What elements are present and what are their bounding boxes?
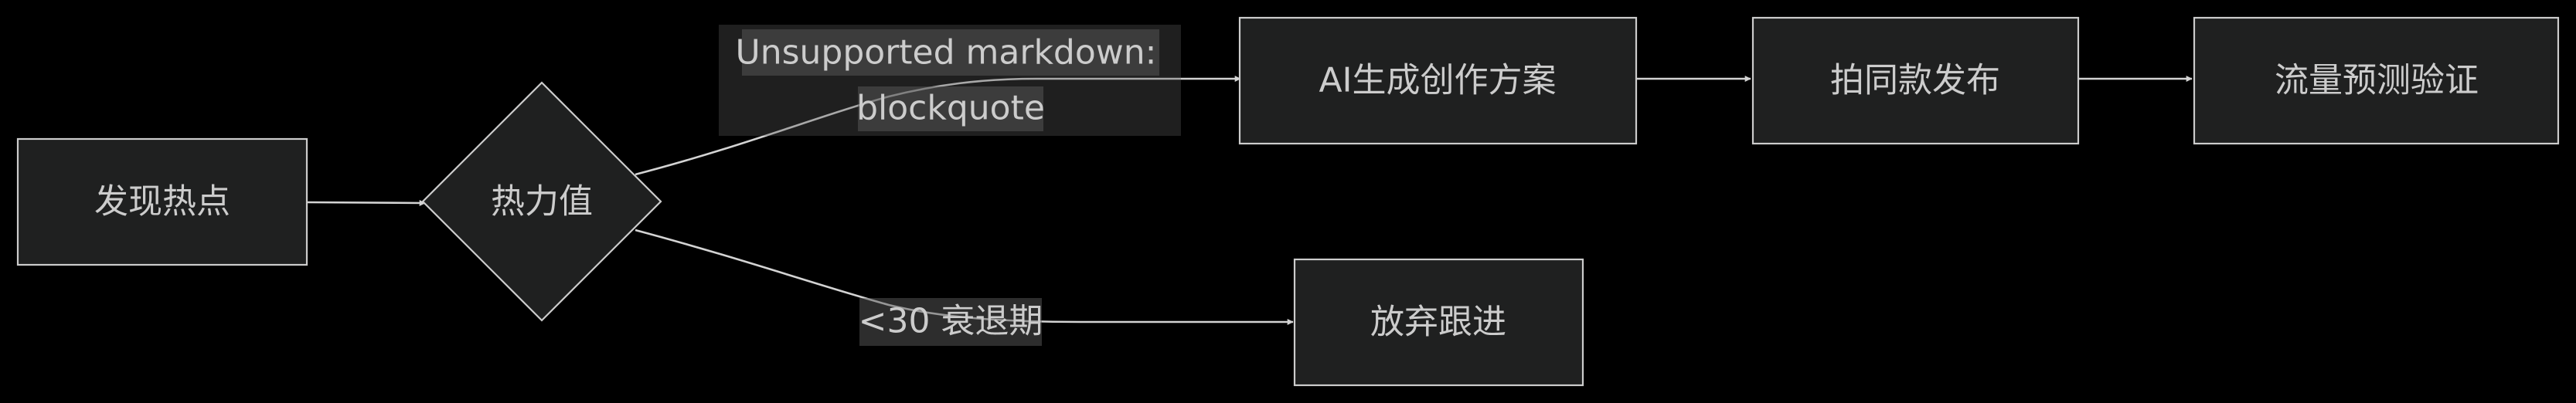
edge-label-abandon-text: <30 衰退期 bbox=[859, 302, 1043, 341]
node-abandon: 放弃跟进 bbox=[1293, 258, 1584, 387]
node-ai-plan: AI生成创作方案 bbox=[1238, 16, 1638, 145]
node-ai-plan-label: AI生成创作方案 bbox=[1319, 61, 1556, 100]
node-predict: 流量预测验证 bbox=[2193, 16, 2560, 145]
node-predict-label: 流量预测验证 bbox=[2275, 61, 2479, 100]
node-discover: 发现热点 bbox=[16, 137, 308, 266]
node-heat-decision: 热力值 bbox=[421, 81, 662, 322]
node-discover-label: 发现热点 bbox=[94, 182, 230, 222]
edge-label-line-2: blockquote bbox=[856, 89, 1045, 128]
node-abandon-label: 放弃跟进 bbox=[1370, 303, 1506, 342]
edge-label-heat-to-abandon: <30 衰退期 bbox=[859, 298, 1043, 346]
edge-label-line-1: Unsupported markdown: bbox=[736, 33, 1157, 73]
node-shoot: 拍同款发布 bbox=[1751, 16, 2080, 145]
node-heat-label: 热力值 bbox=[491, 182, 593, 222]
edge-discover-to-heat bbox=[307, 199, 426, 206]
node-shoot-label: 拍同款发布 bbox=[1830, 61, 2000, 100]
edge-label-heat-to-ai-plan: Unsupported markdown: blockquote bbox=[719, 25, 1181, 136]
